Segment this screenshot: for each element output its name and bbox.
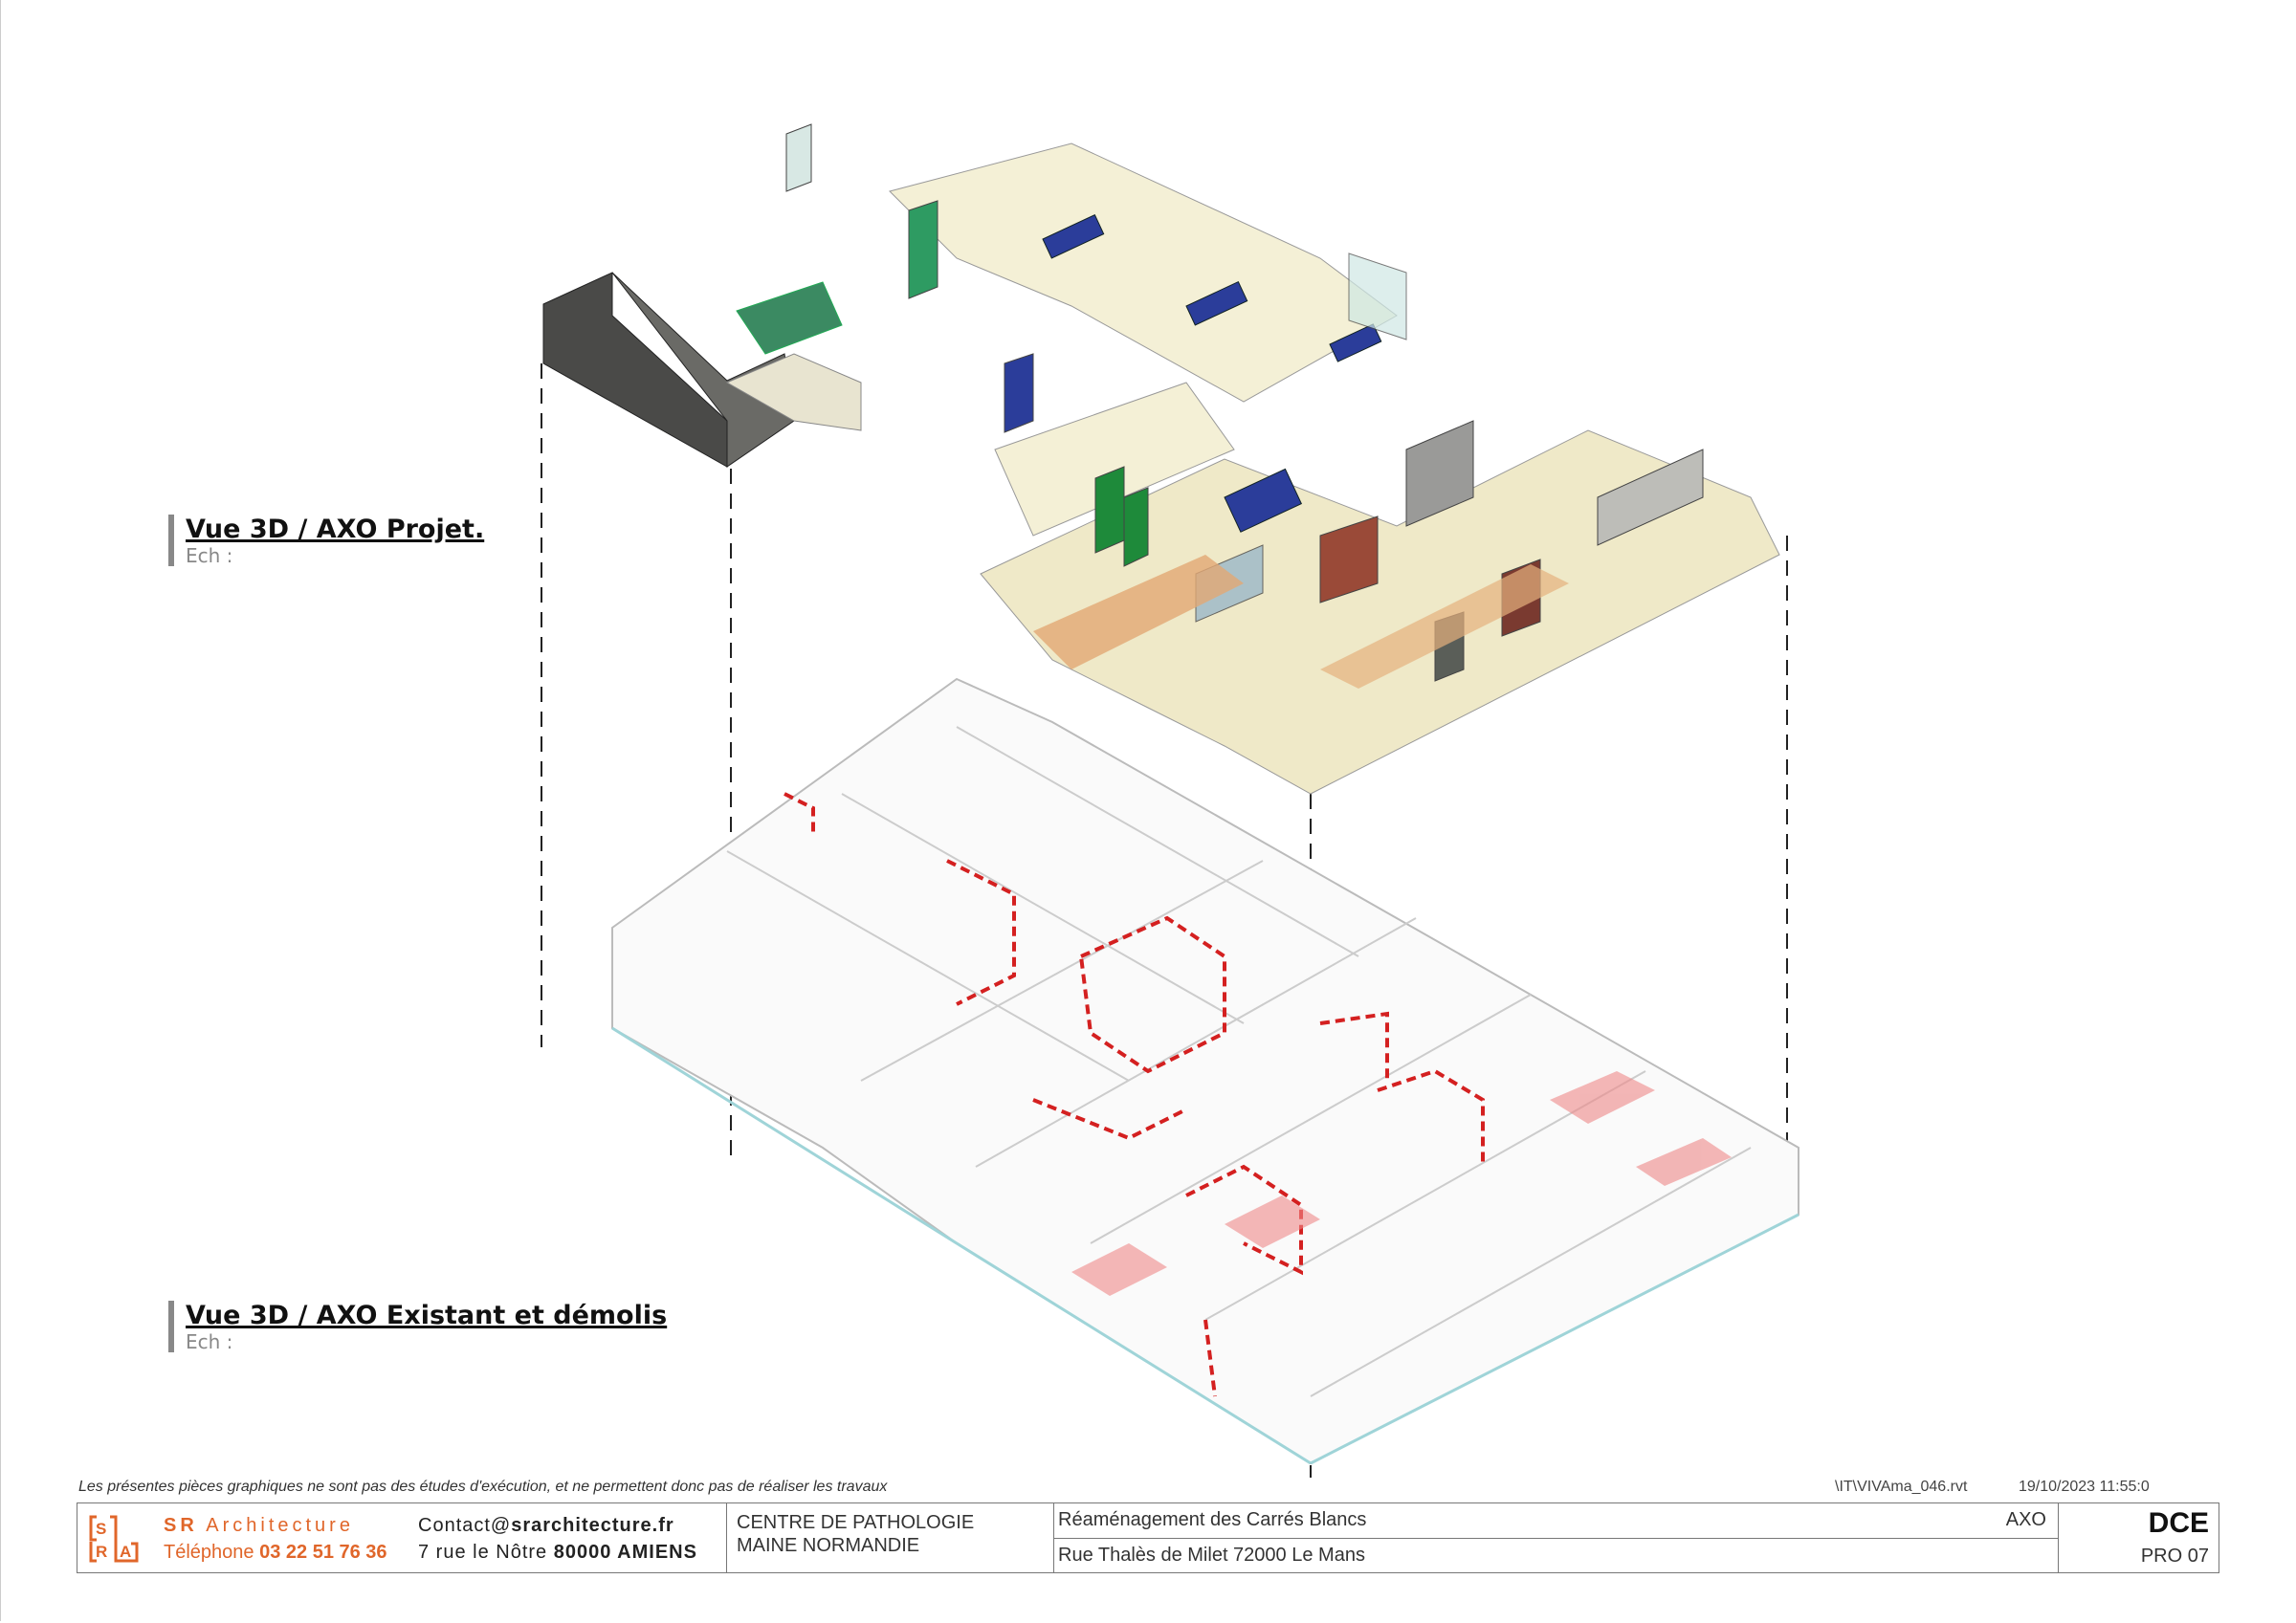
contact-email[interactable]: Contact@srarchitecture.fr [418,1515,674,1537]
firm-prefix: SR [164,1515,198,1536]
svg-text:R: R [96,1543,107,1561]
email-label: Contact@ [418,1515,512,1536]
axo-project-model [542,123,1780,795]
view-label-existing: Vue 3D / AXO Existant et démolis Ech : [168,1301,667,1352]
project-name-row: Réaménagement des Carrés Blancs AXO [1054,1503,2058,1538]
client-cell: CENTRE DE PATHOLOGIE MAINE NORMANDIE [726,1503,1053,1572]
disclaimer: Les présentes pièces graphiques ne sont … [78,1479,888,1495]
email-domain: srarchitecture.fr [511,1515,674,1536]
file-date: 19/10/2023 11:55:0 [2019,1479,2150,1495]
street: 7 rue le Nôtre [418,1542,548,1563]
demolition-lines [784,792,1485,1397]
firm-address: 7 rue le Nôtre 80000 AMIENS [418,1542,697,1564]
view-title: Vue 3D / AXO Projet. [186,515,485,544]
firm-name: SR Architecture [164,1515,354,1537]
view-label-project: Vue 3D / AXO Projet. Ech : [168,515,484,566]
svg-text:S: S [96,1520,106,1538]
phase-cell: DCE PRO 07 [2058,1503,2219,1572]
project-address: Rue Thalès de Milet 72000 Le Mans [1058,1545,1365,1566]
project-address-row: Rue Thalès de Milet 72000 Le Mans [1054,1538,2058,1572]
view-title: Vue 3D / AXO Existant et démolis [186,1301,668,1330]
firm-label: Architecture [206,1515,354,1536]
phase: DCE [2148,1507,2209,1539]
city: 80000 AMIENS [553,1542,697,1563]
view-scale: Ech : [186,544,233,567]
client-line2: MAINE NORMANDIE [737,1535,920,1556]
axo-existing-model [611,677,1799,1465]
file-name: \IT\VIVAma_046.rvt [1835,1479,1968,1495]
view-type: AXO [2005,1509,2046,1530]
client-line1: CENTRE DE PATHOLOGIE [737,1512,975,1533]
phone-label: Téléphone [164,1542,254,1563]
project-name: Réaménagement des Carrés Blancs [1058,1509,1367,1530]
firm-phone: Téléphone 03 22 51 76 36 [164,1542,387,1564]
project-cell: Réaménagement des Carrés Blancs AXO Rue … [1053,1503,2058,1572]
phone-number: 03 22 51 76 36 [259,1542,387,1563]
svg-text:A: A [120,1543,131,1561]
sheet-number: PRO 07 [2140,1546,2209,1567]
view-scale: Ech : [186,1330,233,1353]
